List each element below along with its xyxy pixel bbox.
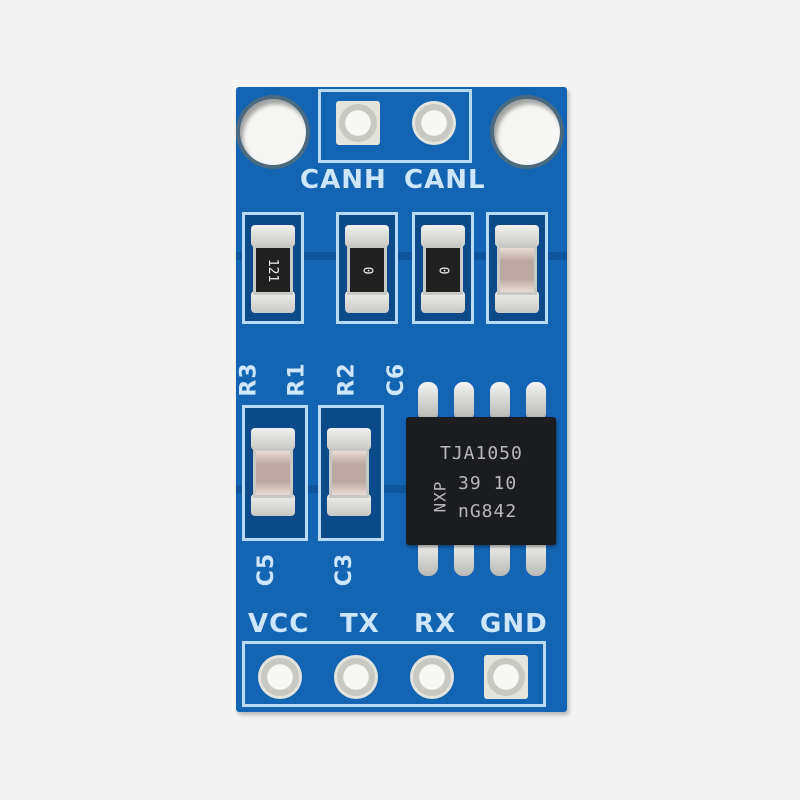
c3-designator: C3: [332, 552, 358, 587]
mounting-hole-left: [240, 99, 306, 165]
ic-lot-code: nG842: [458, 501, 518, 522]
tja1050-ic: TJA1050 39 10 nG842 NXP: [406, 417, 556, 545]
ic-pin: [490, 540, 510, 576]
ic-pin: [454, 540, 474, 576]
ic-brand: NXP: [430, 480, 450, 513]
vcc-label: VCC: [248, 609, 310, 639]
rx-label: RX: [414, 609, 457, 639]
trace: [236, 252, 567, 260]
pcb-board: CANH CANL 121 0 0 R3 R1 R2: [236, 87, 567, 712]
ic-pin: [526, 540, 546, 576]
canh-label: CANH: [300, 165, 387, 195]
c6-slot: [486, 212, 548, 324]
ic-part-number: TJA1050: [440, 443, 523, 464]
ic-date-code: 39 10: [458, 473, 518, 494]
canh-pad: [336, 101, 380, 145]
ic-pin: [418, 540, 438, 576]
ic-pin: [454, 382, 474, 418]
r2-marking: 0: [435, 266, 451, 274]
ic-pin: [526, 382, 546, 418]
c5-designator: C5: [254, 552, 280, 587]
ic-pin: [490, 382, 510, 418]
power-connector-outline: [242, 641, 546, 707]
r2-slot: 0: [412, 212, 474, 324]
vcc-pad: [258, 655, 302, 699]
r3-designator: R3: [236, 362, 262, 397]
c3-slot: [318, 405, 384, 541]
r3-marking: 121: [265, 258, 281, 282]
r2-designator: R2: [334, 362, 360, 397]
capacitor-c5: [251, 428, 295, 516]
resistor-r1: 0: [345, 225, 389, 313]
resistor-r3: 121: [251, 225, 295, 313]
canl-label: CANL: [404, 165, 486, 195]
capacitor-c6: [495, 225, 539, 313]
r1-slot: 0: [336, 212, 398, 324]
r3-slot: 121: [242, 212, 304, 324]
capacitor-c3: [327, 428, 371, 516]
resistor-r2: 0: [421, 225, 465, 313]
mounting-hole-right: [494, 99, 560, 165]
c6-designator: C6: [384, 362, 410, 397]
gnd-label: GND: [480, 609, 548, 639]
can-connector-outline: [318, 89, 472, 163]
ic-pin: [418, 382, 438, 418]
r1-designator: R1: [284, 362, 310, 397]
tx-label: TX: [340, 609, 380, 639]
gnd-pad: [484, 655, 528, 699]
tx-pad: [334, 655, 378, 699]
canl-pad: [412, 101, 456, 145]
r1-marking: 0: [359, 266, 375, 274]
rx-pad: [410, 655, 454, 699]
c5-slot: [242, 405, 308, 541]
